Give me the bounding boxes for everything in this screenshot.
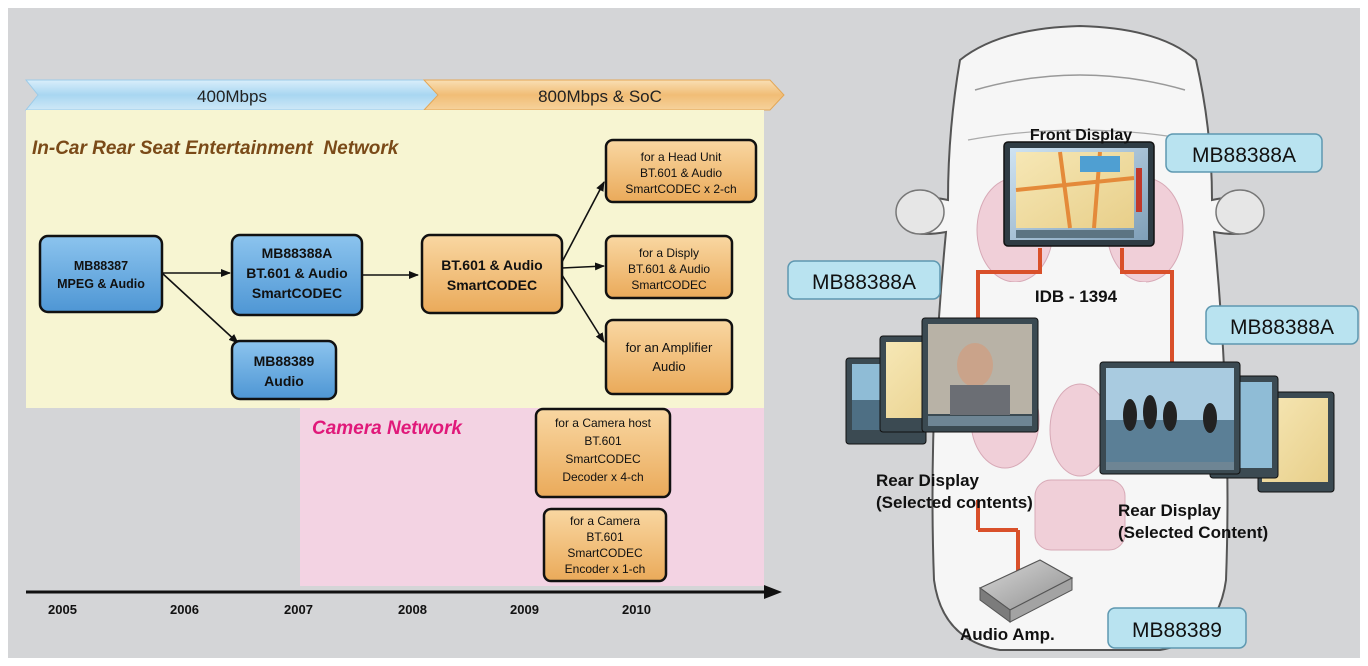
box-line: Audio — [264, 373, 304, 389]
box-line: MPEG & Audio — [57, 277, 145, 291]
year-label: 2005 — [48, 602, 77, 617]
box-line: SmartCODEC — [567, 546, 643, 560]
box-line: SmartCODEC x 2-ch — [625, 182, 736, 196]
audio-amp-label: Audio Amp. — [960, 625, 1055, 644]
chip-tag-right: MB88388A — [1205, 305, 1359, 345]
box-line: for a Camera host — [555, 416, 652, 430]
rear-right-label: (Selected Content) — [1118, 523, 1268, 542]
timeline-bands: 400Mbps 800Mbps & SoC — [24, 79, 785, 111]
time-axis: 2005 2006 2007 2008 2009 2010 — [26, 585, 782, 617]
rear-left-label: Rear Display — [876, 471, 980, 490]
box-line: BT.601 & Audio — [441, 257, 542, 273]
box-line: SmartCODEC — [565, 452, 641, 466]
box-line: for a Head Unit — [641, 150, 722, 164]
chip-box-mb88388a: MB88388A BT.601 & Audio SmartCODEC — [230, 233, 364, 317]
idb-label: IDB - 1394 — [1035, 287, 1118, 306]
box-line: SmartCODEC — [252, 285, 342, 301]
chip-box-camera-host: for a Camera host BT.601 SmartCODEC Deco… — [534, 407, 672, 499]
front-display-label: Front Display — [1030, 127, 1132, 144]
box-line: BT.601 & Audio — [246, 265, 347, 281]
audio-amp-device — [978, 559, 1074, 623]
box-line: MB88389 — [254, 353, 315, 369]
box-line: Decoder x 4-ch — [562, 470, 643, 484]
chip-tag-text: MB88389 — [1132, 619, 1222, 642]
chip-tag-text: MB88388A — [812, 271, 916, 294]
chip-tag-text: MB88388A — [1192, 144, 1296, 167]
box-line: MB88388A — [262, 245, 333, 261]
chip-box-mb88389: MB88389 Audio — [230, 339, 338, 401]
box-line: for an Amplifier — [626, 340, 713, 355]
chip-box-camera: for a Camera BT.601 SmartCODEC Encoder x… — [542, 507, 668, 583]
front-display-screen — [1003, 141, 1155, 247]
box-line: for a Camera — [570, 514, 640, 528]
year-label: 2006 — [170, 602, 199, 617]
box-line: SmartCODEC — [631, 278, 707, 292]
band-800mbps — [422, 79, 785, 111]
rear-left-label: (Selected contents) — [876, 493, 1033, 512]
chip-tag-left: MB88388A — [787, 260, 941, 300]
rear-right-display-stack — [1099, 361, 1335, 493]
chip-tag-text: MB88388A — [1230, 316, 1334, 339]
year-label: 2007 — [284, 602, 313, 617]
chip-tag-amp: MB88389 — [1107, 607, 1247, 649]
box-line: SmartCODEC — [447, 277, 537, 293]
chip-box-bt601-audio: BT.601 & Audio SmartCODEC — [420, 233, 564, 315]
incar-network-title: In-Car Rear Seat Entertainment Network — [32, 138, 400, 159]
chip-box-amplifier: for an Amplifier Audio — [604, 318, 734, 396]
rear-right-label: Rear Display — [1118, 501, 1222, 520]
year-label: 2009 — [510, 602, 539, 617]
rear-left-display-stack — [845, 317, 1039, 445]
chip-box-head-unit: for a Head Unit BT.601 & Audio SmartCODE… — [604, 138, 758, 204]
band-800mbps-label: 800Mbps & SoC — [538, 87, 662, 106]
box-line: MB88387 — [74, 259, 128, 273]
box-line: BT.601 & Audio — [628, 262, 710, 276]
chip-box-mb88387: MB88387 MPEG & Audio — [38, 234, 164, 314]
box-line: Encoder x 1-ch — [565, 562, 646, 576]
flow-arrows — [161, 181, 605, 344]
car-illustration: Front Display IDB - 1394 — [845, 24, 1335, 651]
chip-box-display: for a Disply BT.601 & Audio SmartCODEC — [604, 234, 734, 300]
camera-network-area — [300, 408, 764, 586]
year-label: 2010 — [622, 602, 651, 617]
year-label: 2008 — [398, 602, 427, 617]
box-line: BT.601 — [584, 434, 622, 448]
box-line: Audio — [652, 359, 685, 374]
box-line: BT.601 — [586, 530, 624, 544]
camera-network-title: Camera Network — [312, 418, 463, 439]
chip-tag-front: MB88388A — [1165, 133, 1323, 173]
band-400mbps-label: 400Mbps — [197, 87, 267, 106]
box-line: for a Disply — [639, 246, 699, 260]
box-line: BT.601 & Audio — [640, 166, 722, 180]
